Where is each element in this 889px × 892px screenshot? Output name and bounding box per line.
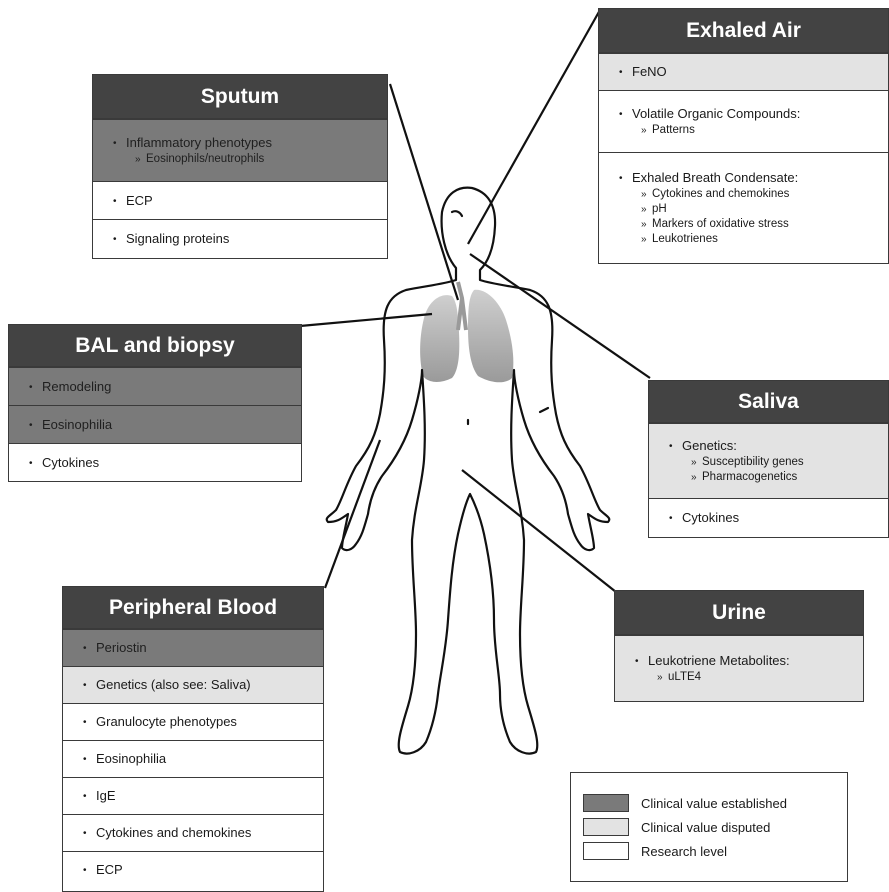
legend-label-established: Clinical value established <box>641 796 787 811</box>
saliva-title: Saliva <box>649 381 888 423</box>
bal-box: BAL and biopsy Remodeling Eosinophilia C… <box>8 324 302 482</box>
sputum-subitem: Eosinophils/neutrophils <box>113 152 377 167</box>
blood-item: IgE <box>83 787 313 805</box>
exhaled-air-item: Exhaled Breath Condensate: <box>619 169 878 187</box>
bal-connector <box>300 314 432 326</box>
peripheral-blood-box: Peripheral Blood Periostin Genetics (als… <box>62 586 324 892</box>
exhaled-air-item: Volatile Organic Compounds: <box>619 105 878 123</box>
saliva-row-genetics: Genetics: Susceptibility genes Pharmacog… <box>649 423 888 498</box>
blood-item: Genetics (also see: Saliva) <box>83 676 313 694</box>
sputum-row-phenotypes: Inflammatory phenotypes Eosinophils/neut… <box>93 119 387 181</box>
exhaled-air-connector <box>468 10 600 244</box>
blood-row-periostin: Periostin <box>63 629 323 666</box>
exhaled-air-row-feno: FeNO <box>599 53 888 90</box>
bal-item: Remodeling <box>29 378 291 396</box>
legend-swatch-disputed <box>583 818 629 836</box>
sputum-item: ECP <box>113 192 377 210</box>
blood-row-cytokines: Cytokines and chemokines <box>63 814 323 851</box>
lungs-icon <box>420 282 513 382</box>
blood-item: ECP <box>83 861 313 879</box>
saliva-subitem: Susceptibility genes <box>669 455 878 470</box>
bal-row-eosinophilia: Eosinophilia <box>9 405 301 443</box>
sputum-row-ecp: ECP <box>93 181 387 219</box>
blood-item: Periostin <box>83 639 313 657</box>
bal-item: Cytokines <box>29 454 291 472</box>
legend-swatch-research <box>583 842 629 860</box>
exhaled-air-subitem: Patterns <box>619 123 878 138</box>
urine-row-leukotriene: Leukotriene Metabolites: uLTE4 <box>615 635 863 701</box>
exhaled-air-box: Exhaled Air FeNO Volatile Organic Compou… <box>598 8 889 264</box>
sputum-row-signaling: Signaling proteins <box>93 219 387 258</box>
peripheral-blood-title: Peripheral Blood <box>63 587 323 629</box>
sputum-item: Inflammatory phenotypes <box>113 134 377 152</box>
blood-row-genetics: Genetics (also see: Saliva) <box>63 666 323 703</box>
sputum-connector <box>390 84 458 300</box>
bal-row-cytokines: Cytokines <box>9 443 301 481</box>
exhaled-air-subitem: Leukotrienes <box>619 232 878 247</box>
bal-row-remodeling: Remodeling <box>9 367 301 405</box>
exhaled-air-item: FeNO <box>619 63 878 81</box>
sputum-title: Sputum <box>93 75 387 119</box>
saliva-item: Genetics: <box>669 437 878 455</box>
legend-row-established: Clinical value established <box>583 793 787 813</box>
blood-row-ige: IgE <box>63 777 323 814</box>
blood-row-eosinophilia: Eosinophilia <box>63 740 323 777</box>
sputum-item: Signaling proteins <box>113 230 377 248</box>
legend-swatch-established <box>583 794 629 812</box>
urine-connector <box>462 470 616 592</box>
blood-connector <box>325 440 380 588</box>
blood-item: Granulocyte phenotypes <box>83 713 313 731</box>
blood-item: Cytokines and chemokines <box>83 824 313 842</box>
urine-title: Urine <box>615 591 863 635</box>
exhaled-air-row-voc: Volatile Organic Compounds: Patterns <box>599 90 888 152</box>
exhaled-air-subitem: Markers of oxidative stress <box>619 217 878 232</box>
exhaled-air-row-ebc: Exhaled Breath Condensate: Cytokines and… <box>599 152 888 263</box>
urine-box: Urine Leukotriene Metabolites: uLTE4 <box>614 590 864 702</box>
saliva-box: Saliva Genetics: Susceptibility genes Ph… <box>648 380 889 538</box>
legend-label-disputed: Clinical value disputed <box>641 820 770 835</box>
exhaled-air-title: Exhaled Air <box>599 9 888 53</box>
bal-title: BAL and biopsy <box>9 325 301 367</box>
blood-item: Eosinophilia <box>83 750 313 768</box>
legend: Clinical value established Clinical valu… <box>570 772 848 882</box>
blood-row-granulocyte: Granulocyte phenotypes <box>63 703 323 740</box>
saliva-row-cytokines: Cytokines <box>649 498 888 537</box>
blood-row-ecp: ECP <box>63 851 323 887</box>
bal-item: Eosinophilia <box>29 416 291 434</box>
saliva-item: Cytokines <box>669 509 878 527</box>
legend-row-research: Research level <box>583 841 727 861</box>
exhaled-air-subitem: Cytokines and chemokines <box>619 187 878 202</box>
legend-row-disputed: Clinical value disputed <box>583 817 770 837</box>
saliva-subitem: Pharmacogenetics <box>669 470 878 485</box>
urine-subitem: uLTE4 <box>635 670 853 685</box>
sputum-box: Sputum Inflammatory phenotypes Eosinophi… <box>92 74 388 259</box>
exhaled-air-subitem: pH <box>619 202 878 217</box>
legend-label-research: Research level <box>641 844 727 859</box>
urine-item: Leukotriene Metabolites: <box>635 652 853 670</box>
